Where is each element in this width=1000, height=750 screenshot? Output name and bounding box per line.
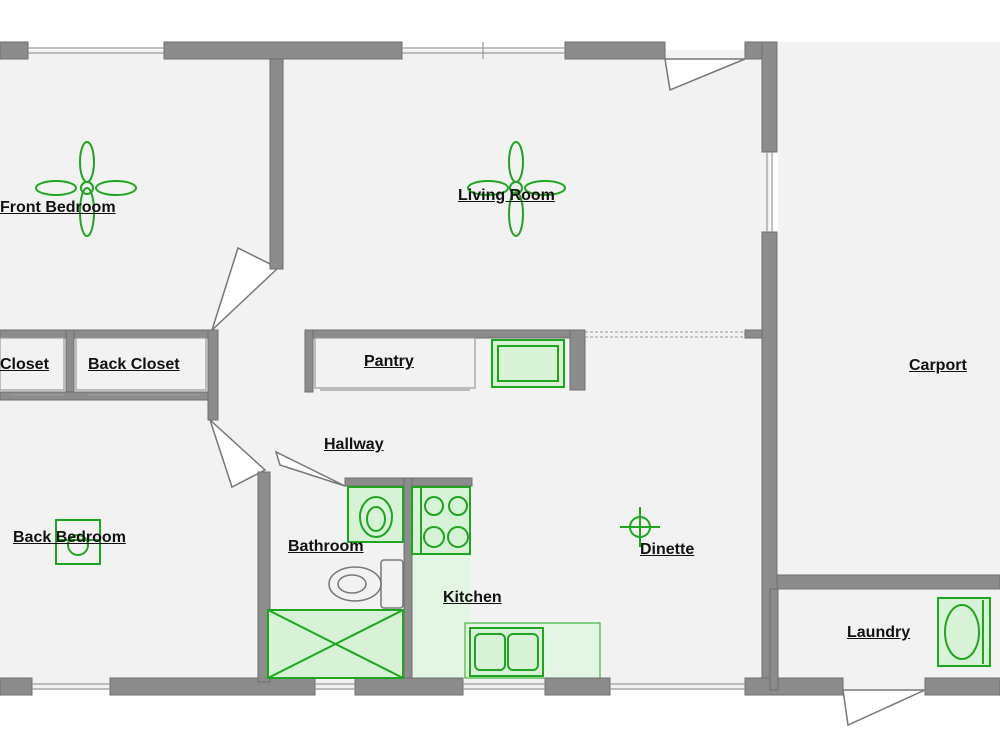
room-label-dinette: Dinette bbox=[640, 541, 695, 558]
room-label-pantry: Pantry bbox=[364, 353, 414, 370]
house-floor bbox=[0, 50, 770, 690]
bathroom-sink-icon bbox=[347, 486, 404, 543]
doors bbox=[208, 58, 926, 727]
room-label-laundry: Laundry bbox=[847, 624, 911, 641]
dinette-light-icon bbox=[620, 507, 660, 547]
light-fixture-back-bedroom-icon bbox=[55, 519, 101, 565]
refrigerator-icon bbox=[491, 339, 565, 388]
ceiling-fan-front-bedroom-icon bbox=[35, 141, 137, 237]
windows bbox=[28, 42, 773, 690]
room-label-back-closet: Back Closet bbox=[88, 356, 180, 373]
room-label-bathroom: Bathroom bbox=[288, 538, 364, 555]
bathtub-icon bbox=[267, 609, 404, 679]
room-label-carport: Carport bbox=[909, 357, 967, 374]
interior-walls bbox=[0, 58, 779, 691]
kitchen-sink-icon bbox=[469, 627, 544, 677]
room-label-hallway: Hallway bbox=[324, 436, 384, 453]
toilet-icon bbox=[328, 559, 404, 609]
stove-icon bbox=[411, 486, 471, 555]
washer-icon bbox=[937, 597, 991, 667]
shelves bbox=[0, 337, 476, 396]
room-label-back-bedroom: Back Bedroom bbox=[13, 529, 126, 546]
room-label-kitchen: Kitchen bbox=[443, 589, 502, 606]
room-label-living-room: Living Room bbox=[458, 187, 555, 204]
room-label-closet: Closet bbox=[0, 356, 49, 373]
exterior-walls bbox=[0, 41, 1000, 696]
room-label-front-bedroom: Front Bedroom bbox=[0, 199, 116, 216]
carport-floor bbox=[778, 42, 1000, 577]
ceiling-fan-living-room-icon bbox=[467, 141, 566, 237]
